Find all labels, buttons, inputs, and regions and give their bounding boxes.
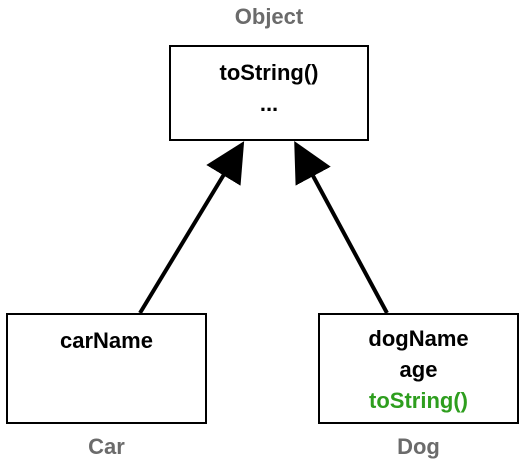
object-member-tostring: toString() — [219, 60, 319, 85]
dog-member-tostring-override: toString() — [369, 388, 468, 413]
dog-member-age: age — [399, 357, 438, 382]
car-to-object-arrow — [138, 141, 245, 315]
dog-to-object-arrow — [294, 140, 389, 314]
dog-class-title: Dog — [397, 434, 440, 459]
car-class-box: carName — [6, 313, 207, 424]
dog-class-box: dogName age toString() — [318, 313, 519, 424]
car-member-carname: carName — [60, 328, 153, 353]
car-class-title: Car — [88, 434, 125, 459]
object-member-ellipsis: ... — [259, 91, 279, 116]
object-class-title: Object — [234, 4, 304, 29]
object-class-box: toString() ... — [169, 45, 369, 141]
dog-member-dogname: dogName — [368, 326, 469, 351]
